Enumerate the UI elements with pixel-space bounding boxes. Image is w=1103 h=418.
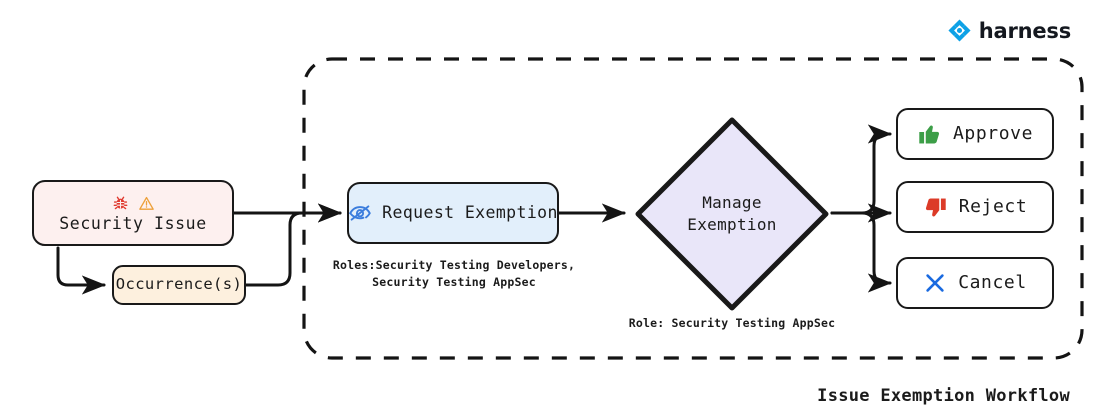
node-occurrences-label: Occurrence(s)	[115, 275, 243, 294]
warning-triangle-icon	[138, 195, 155, 212]
security-issue-icons	[112, 194, 155, 213]
node-cancel-label: Cancel	[958, 271, 1027, 293]
node-request-exemption[interactable]: Request Exemption	[347, 182, 559, 244]
node-security-issue-label: Security Issue	[59, 213, 207, 233]
node-cancel[interactable]: Cancel	[896, 257, 1054, 309]
harness-clover-logo-icon	[947, 18, 972, 43]
node-manage-exemption-label-line2: Exemption	[687, 215, 777, 234]
thumbs-down-icon	[923, 195, 948, 220]
brand-logo: harness	[947, 18, 1071, 43]
edge-manage-exemption-to-cancel	[830, 211, 892, 293]
node-reject-label: Reject	[958, 195, 1028, 217]
eye-off-icon	[348, 201, 372, 225]
edge-manage-exemption-to-approve	[830, 124, 892, 215]
node-approve[interactable]: Approve	[896, 108, 1054, 160]
node-manage-exemption[interactable]: Manage Exemption	[632, 114, 832, 314]
node-occurrences[interactable]: Occurrence(s)	[112, 265, 246, 305]
bug-icon	[112, 195, 129, 212]
edge-occurrences-to-request-exemption	[244, 203, 342, 287]
thumbs-up-icon	[917, 122, 942, 147]
node-manage-exemption-label: Manage Exemption	[687, 192, 776, 235]
node-manage-exemption-label-line1: Manage	[702, 193, 762, 213]
node-reject[interactable]: Reject	[896, 181, 1054, 233]
node-security-issue[interactable]: Security Issue	[32, 180, 234, 246]
edge-security-issue-to-occurrences	[56, 246, 106, 295]
annotation-manage-exemption-role: Role: Security Testing AppSec	[628, 316, 836, 330]
node-request-exemption-label: Request Exemption	[382, 202, 558, 222]
cross-x-icon	[923, 271, 947, 295]
annotation-request-exemption-roles: Roles:Security Testing Developers, Secur…	[332, 258, 576, 289]
workflow-caption: Issue Exemption Workflow	[817, 386, 1070, 406]
node-approve-label: Approve	[952, 122, 1034, 144]
brand-name: harness	[978, 18, 1071, 43]
